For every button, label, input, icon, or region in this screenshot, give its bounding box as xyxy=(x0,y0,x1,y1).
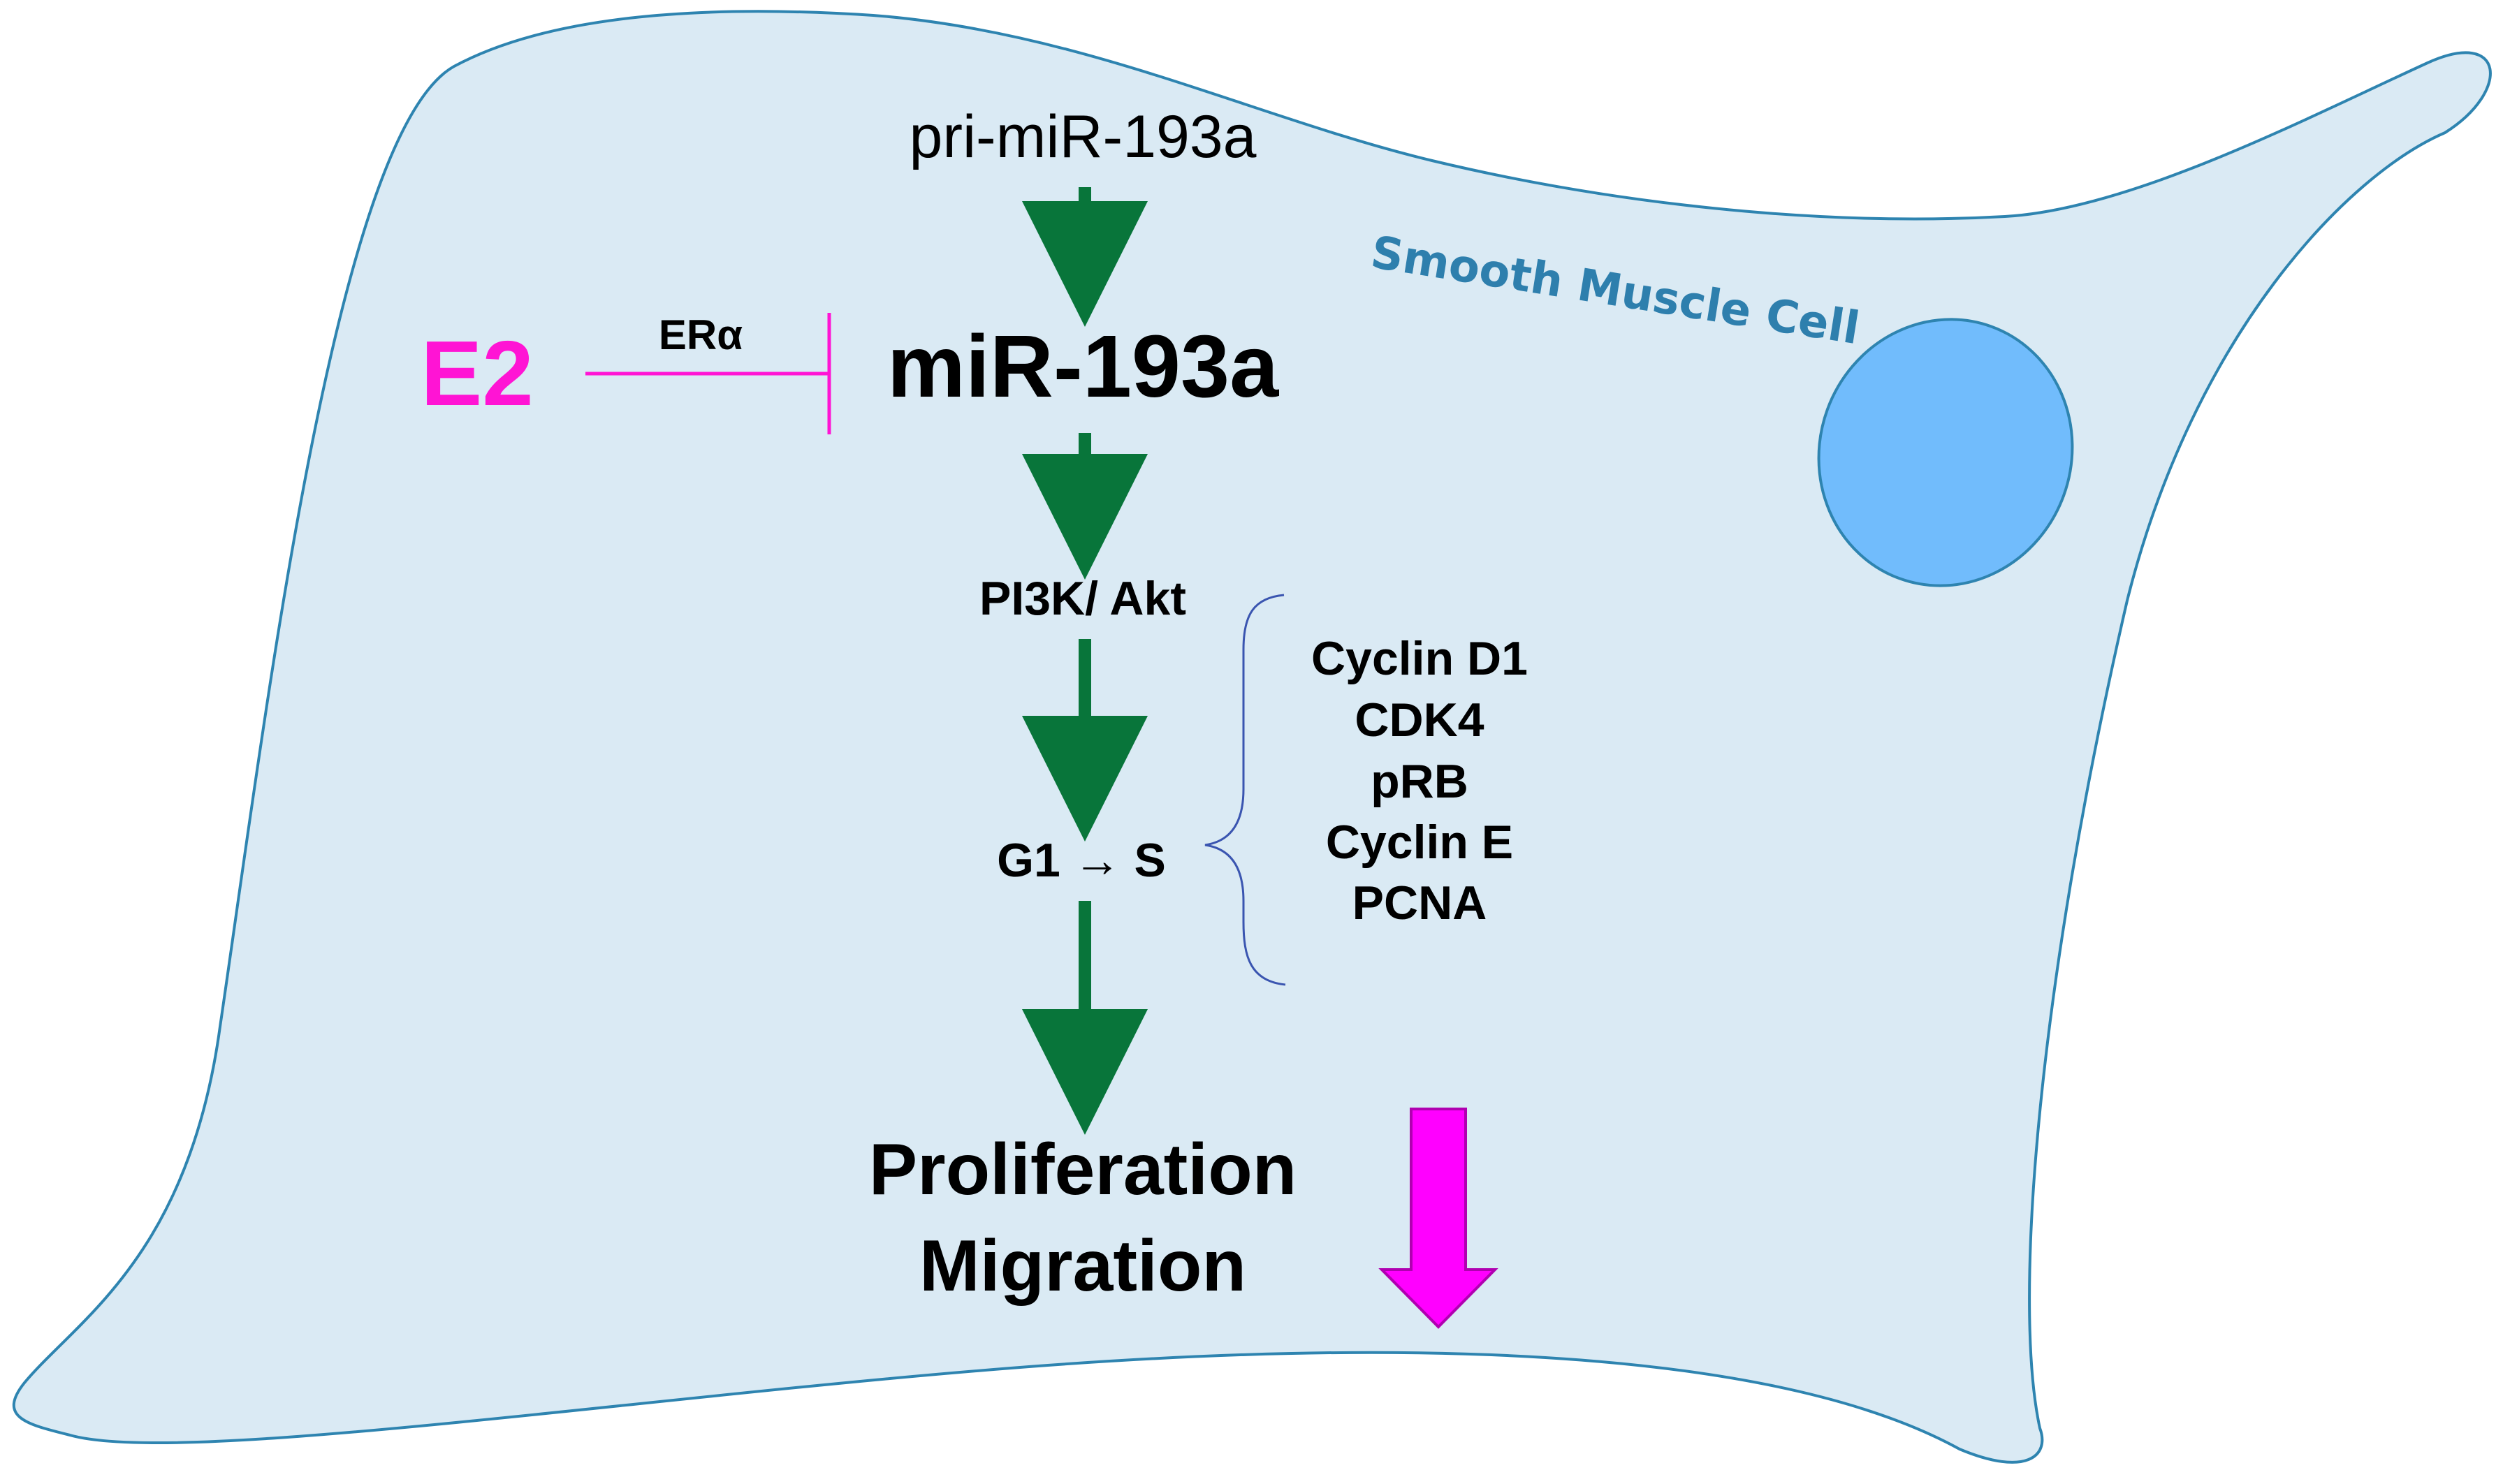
marker-cyclin-d1: Cyclin D1 xyxy=(1311,632,1528,685)
pri-mir-193a-label: pri-miR-193a xyxy=(909,103,1256,170)
smooth-muscle-cell-body xyxy=(12,10,2492,1464)
marker-prb: pRB xyxy=(1371,755,1468,808)
g1-to-s-label: G1 → S xyxy=(997,834,1166,887)
e2-label: E2 xyxy=(421,322,533,425)
nucleus xyxy=(1817,318,2074,587)
marker-cdk4: CDK4 xyxy=(1355,693,1484,747)
er-alpha-label: ERα xyxy=(659,311,743,358)
curly-bracket xyxy=(1204,594,1286,986)
marker-cyclin-e: Cyclin E xyxy=(1326,816,1513,869)
mir-193a-label: miR-193a xyxy=(887,317,1279,416)
cell-cycle-marker-list: Cyclin D1 CDK4 pRB Cyclin E PCNA xyxy=(1311,632,1528,930)
outcome-proliferation: Proliferation xyxy=(869,1129,1297,1210)
decrease-arrow-icon xyxy=(1378,1108,1498,1329)
pi3k-akt-label: PI3K/ Akt xyxy=(979,572,1186,625)
outcome-migration: Migration xyxy=(919,1226,1246,1307)
marker-pcna: PCNA xyxy=(1352,876,1487,930)
